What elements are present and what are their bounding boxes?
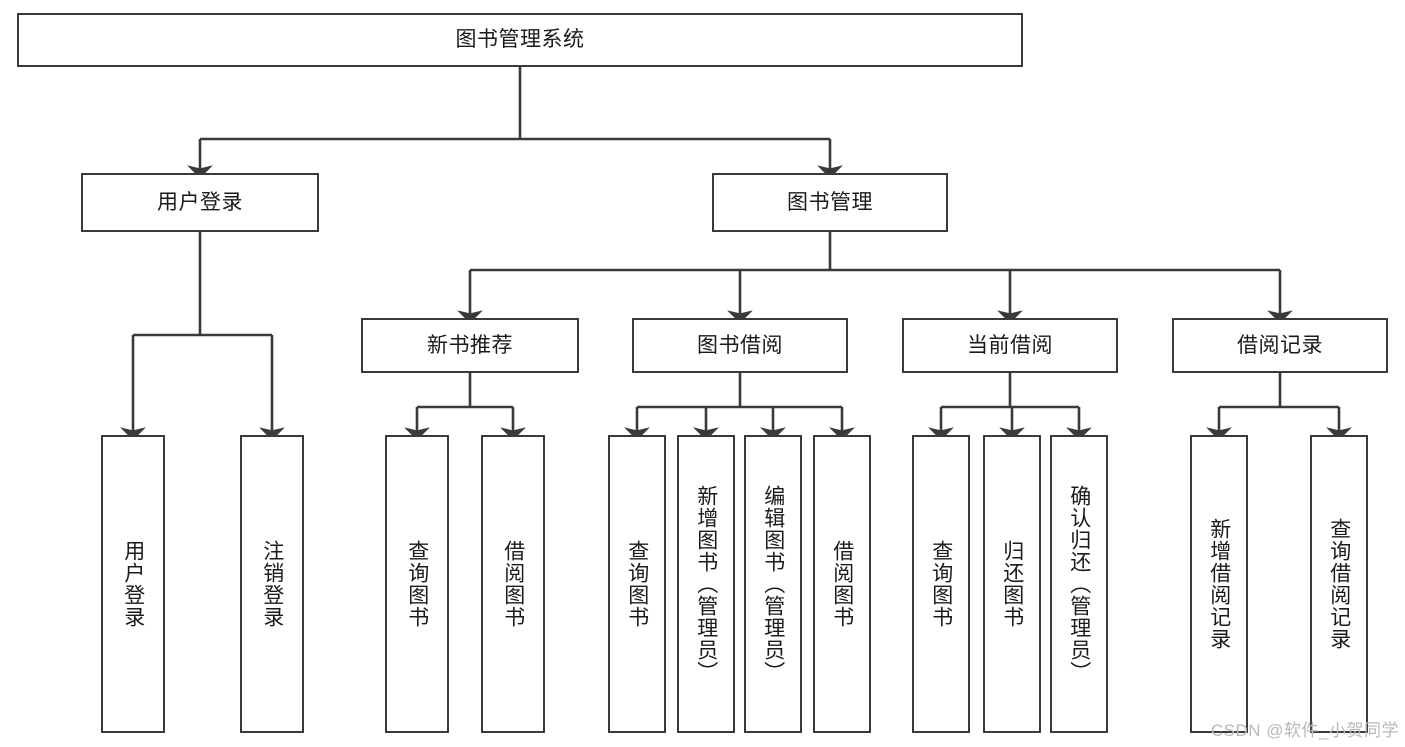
level2-node-1[interactable]: 图书管理	[712, 173, 948, 232]
level4-node-12[interactable]: 查询借阅记录	[1310, 435, 1368, 733]
level4-node-label-7: 借阅图书	[830, 540, 854, 628]
level3-node-label-2: 当前借阅	[967, 333, 1053, 357]
level4-node-label-12: 查询借阅记录	[1327, 518, 1351, 650]
level4-node-label-0: 用户登录	[121, 540, 145, 628]
level4-node-9[interactable]: 归还图书	[983, 435, 1041, 733]
level3-node-3[interactable]: 借阅记录	[1172, 318, 1388, 373]
level4-node-4[interactable]: 查询图书	[608, 435, 666, 733]
level4-node-label-4: 查询图书	[625, 540, 649, 628]
level4-node-7[interactable]: 借阅图书	[813, 435, 871, 733]
level2-node-0[interactable]: 用户登录	[81, 173, 319, 232]
level4-node-5[interactable]: 新增图书（管理员）	[677, 435, 735, 733]
level4-node-0[interactable]: 用户登录	[101, 435, 165, 733]
level4-node-label-3: 借阅图书	[501, 540, 525, 628]
level4-node-1[interactable]: 注销登录	[240, 435, 304, 733]
level3-node-label-1: 图书借阅	[697, 333, 783, 357]
level4-node-label-1: 注销登录	[260, 540, 284, 628]
level3-node-0[interactable]: 新书推荐	[361, 318, 579, 373]
root-node-label-0: 图书管理系统	[455, 28, 585, 52]
level4-node-label-10: 确认归还（管理员）	[1067, 485, 1091, 683]
level3-node-label-3: 借阅记录	[1237, 333, 1323, 357]
level4-node-6[interactable]: 编辑图书（管理员）	[744, 435, 802, 733]
level4-node-label-6: 编辑图书（管理员）	[761, 485, 785, 683]
level3-node-2[interactable]: 当前借阅	[902, 318, 1118, 373]
root-node-0[interactable]: 图书管理系统	[17, 13, 1023, 67]
level4-node-label-2: 查询图书	[405, 540, 429, 628]
level4-node-8[interactable]: 查询图书	[912, 435, 970, 733]
level4-node-3[interactable]: 借阅图书	[481, 435, 545, 733]
level4-node-label-9: 归还图书	[1000, 540, 1024, 628]
level2-node-label-0: 用户登录	[157, 190, 243, 214]
level4-node-10[interactable]: 确认归还（管理员）	[1050, 435, 1108, 733]
level3-node-1[interactable]: 图书借阅	[632, 318, 848, 373]
level3-node-label-0: 新书推荐	[427, 333, 513, 357]
level4-node-11[interactable]: 新增借阅记录	[1190, 435, 1248, 733]
level4-node-label-5: 新增图书（管理员）	[694, 485, 718, 683]
level4-node-label-8: 查询图书	[929, 540, 953, 628]
level4-node-2[interactable]: 查询图书	[385, 435, 449, 733]
level4-node-label-11: 新增借阅记录	[1207, 518, 1231, 650]
level2-node-label-1: 图书管理	[787, 190, 873, 214]
